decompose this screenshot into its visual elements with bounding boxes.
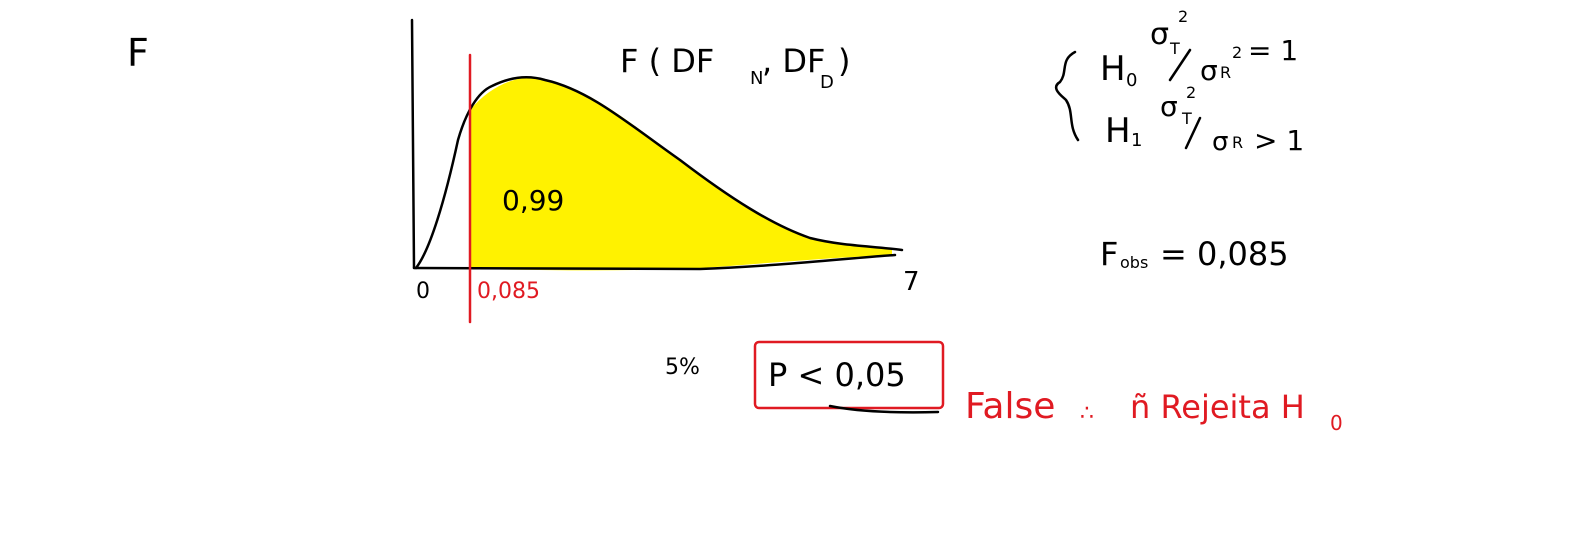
statistic-label-sub: obs xyxy=(1120,253,1148,272)
critical-value-label: 0,085 xyxy=(477,279,540,304)
h1-relation: > 1 xyxy=(1254,124,1304,157)
h1-prefix: H xyxy=(1105,111,1131,151)
h0-den-sup: 2 xyxy=(1232,43,1242,62)
therefore-symbol: ∴ xyxy=(1080,401,1094,426)
h0-prefix: H xyxy=(1100,49,1126,89)
h0-sub: 0 xyxy=(1126,70,1137,91)
distribution-label-main: F ( DF xyxy=(620,42,714,80)
condition-underline xyxy=(828,404,940,414)
h1-fraction-slash xyxy=(1184,116,1202,150)
h1-num-sup: 2 xyxy=(1186,83,1196,102)
conclusion-sub: 0 xyxy=(1330,411,1343,435)
conclusion-text: ñ Rejeita H xyxy=(1130,388,1305,426)
page-title: F xyxy=(127,31,149,75)
alpha-label: 5% xyxy=(665,355,700,380)
origin-label: 0 xyxy=(416,279,430,304)
y-axis xyxy=(410,18,416,270)
h0-num-sup: 2 xyxy=(1178,7,1188,26)
hypotheses-block: H 0 σ T 2 σ R 2 = 1 H 1 σ T 2 σ R > 1 xyxy=(1054,7,1304,157)
distribution-label: F ( DF N , DF D ) xyxy=(620,42,850,93)
distribution-label-mid: , DF xyxy=(762,42,825,80)
h0-den-sub: R xyxy=(1220,63,1231,82)
x-axis xyxy=(412,253,897,271)
h0-den: σ xyxy=(1200,54,1218,87)
observed-statistic: F obs = 0,085 xyxy=(1100,235,1289,273)
h0-fraction-slash xyxy=(1168,48,1192,82)
result-text: False xyxy=(965,386,1055,427)
decision-result: False ∴ ñ Rejeita H 0 xyxy=(965,386,1343,435)
h1-num: σ xyxy=(1160,90,1178,123)
h1-den: σ xyxy=(1212,127,1228,157)
statistic-value: = 0,085 xyxy=(1160,235,1289,273)
distribution-label-close: ) xyxy=(838,42,850,80)
h0-relation: = 1 xyxy=(1248,34,1298,67)
axis-end-label: 7 xyxy=(903,267,920,297)
h1-den-sub: R xyxy=(1232,133,1243,152)
hypotheses-brace xyxy=(1054,50,1080,142)
h1-sub: 1 xyxy=(1131,130,1142,151)
h0-num-sub: T xyxy=(1169,39,1180,58)
h0-num: σ xyxy=(1150,17,1169,52)
statistic-label: F xyxy=(1100,235,1118,273)
condition-text: P < 0,05 xyxy=(768,356,906,394)
density-curve xyxy=(414,76,904,270)
distribution-sub-d: D xyxy=(820,72,834,93)
distribution-sub-n: N xyxy=(750,68,763,89)
area-label: 0,99 xyxy=(502,184,564,217)
h1-num-sub: T xyxy=(1181,109,1192,128)
rejection-complement-area xyxy=(470,77,892,271)
